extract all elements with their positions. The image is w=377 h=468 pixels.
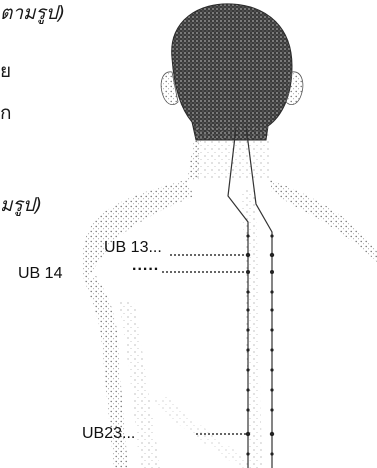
thai-caption-fragment-4: มรูป)	[0, 196, 42, 215]
label-ub13: UB 13...	[104, 240, 162, 256]
head-hair	[172, 4, 292, 140]
thai-caption-fragment-3: ก	[0, 104, 12, 123]
thai-caption-fragment-2: ย	[0, 62, 11, 81]
neck	[194, 126, 270, 180]
thai-caption-fragment-1: ตามรูป)	[0, 4, 65, 23]
label-ub14-dots: .....	[132, 258, 159, 274]
label-ub23: UB23...	[82, 426, 135, 442]
label-ub14: UB 14	[18, 266, 62, 282]
